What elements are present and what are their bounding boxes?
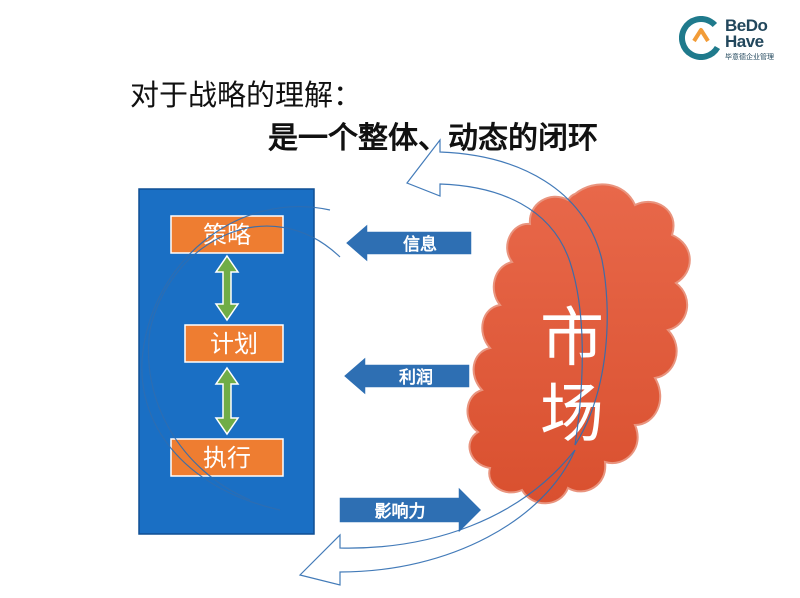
flow-arrow-profit: 利润: [341, 354, 471, 398]
step-plan: 计划: [184, 324, 284, 363]
market-label-1: 市: [540, 302, 604, 376]
flow-info-label: 信息: [403, 234, 437, 255]
flow-arrow-influence: 影响力: [338, 484, 484, 536]
double-arrow-vertical-icon: [214, 254, 240, 322]
step-execute-label: 执行: [203, 444, 251, 472]
step-plan-label: 计划: [210, 330, 258, 358]
flow-arrow-info: 信息: [343, 221, 473, 265]
logo-text-line2: Have: [725, 32, 764, 51]
flow-influence-label: 影响力: [375, 501, 426, 522]
loop-outline-arrows: [141, 138, 608, 586]
double-arrow-vertical-icon: [214, 366, 240, 436]
page-subtitle: 是一个整体、动态的闭环: [268, 121, 598, 156]
brand-logo: BeDo Have 毕意德企业管理: [679, 14, 791, 62]
market-cloud: 市 场: [466, 183, 691, 505]
logo-subtitle: 毕意德企业管理: [725, 53, 774, 61]
logo-text-line1: BeDo: [725, 16, 768, 35]
step-execute: 执行: [170, 438, 284, 477]
flow-profit-label: 利润: [399, 367, 433, 388]
market-label-2: 场: [540, 378, 604, 452]
page-title: 对于战略的理解：: [130, 78, 363, 112]
bedo-circle-logo-icon: [679, 16, 723, 60]
